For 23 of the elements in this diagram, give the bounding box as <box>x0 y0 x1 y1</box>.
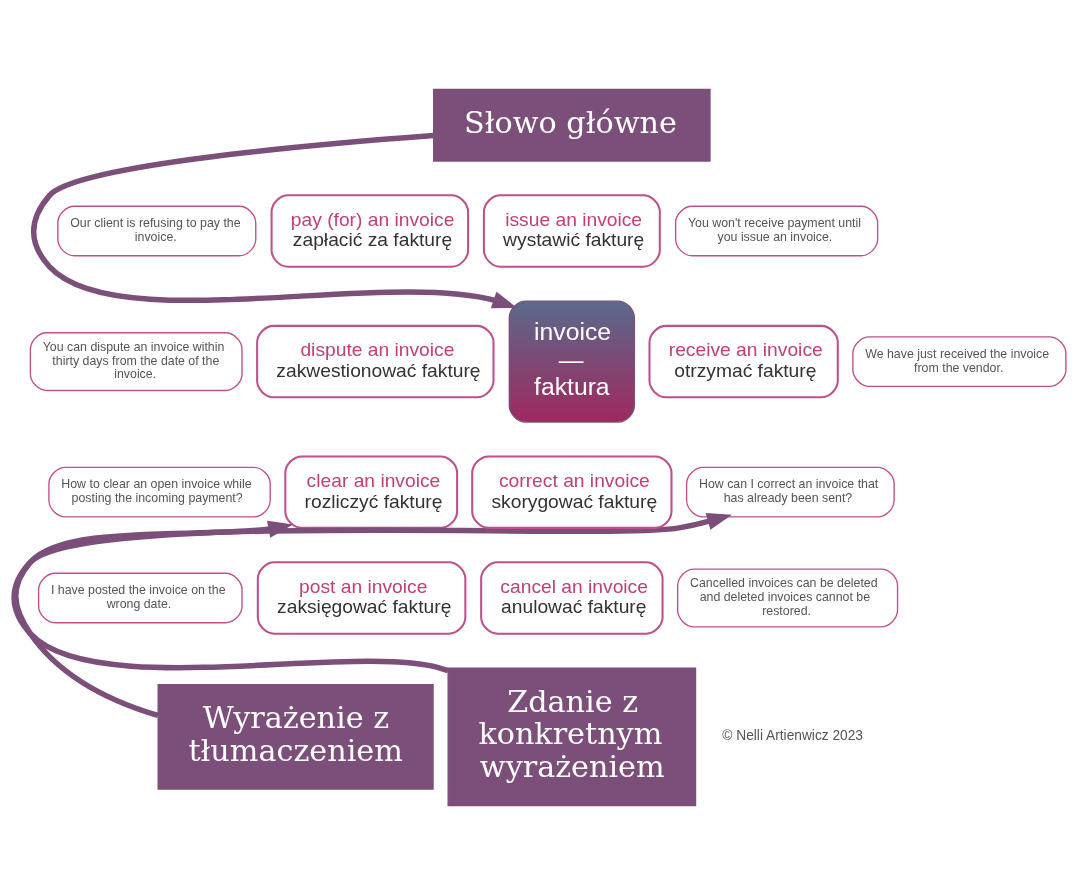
node-box: correct an invoice skorygować fakturę <box>471 454 673 529</box>
node-box: Zdanie z konkretnym wyrażeniem <box>447 666 697 806</box>
node-box: I have posted the invoice on the wrong date. <box>37 572 243 623</box>
node-box: You can dispute an invoice within thirty days from the date of the invoice. <box>29 331 243 391</box>
node-box: Our client is refusing to pay the invoice. <box>57 205 257 256</box>
node-box: receive an invoice otrzymać fakturę <box>648 324 839 398</box>
node-box: Wyrażenie z tłumaczeniem <box>157 683 434 790</box>
node-box: pay (for) an invoice zapłacić za fakturę <box>270 193 470 268</box>
node-box: How can I correct an invoice that has already been sent? <box>685 466 895 518</box>
node-box: dispute an invoice zakwestionować fakturę <box>256 324 495 398</box>
node-box: We have just received the invoice from the vendor. <box>852 335 1067 387</box>
arrow <box>11 512 732 673</box>
node-box: cancel an invoice anulować fakturę <box>480 560 664 635</box>
node-box: issue an invoice wystawić fakturę <box>482 193 661 268</box>
node-box: Cancelled invoices can be deleted and deleted invoices cannot be restored. <box>677 567 899 628</box>
node-box: clear an invoice rozliczyć fakturę <box>284 454 459 529</box>
node-box: Słowo główne <box>433 88 711 162</box>
label: © Nelli Artienwicz 2023 <box>722 727 864 743</box>
arrow <box>31 132 518 308</box>
node-box: post an invoice zaksięgować fakturę <box>256 560 467 635</box>
node-box: You won't receive payment until you issue an invoice. <box>674 205 879 256</box>
node-box: How to clear an open invoice while posting the incoming payment? <box>48 466 271 518</box>
node-box: invoice — faktura <box>508 299 636 423</box>
